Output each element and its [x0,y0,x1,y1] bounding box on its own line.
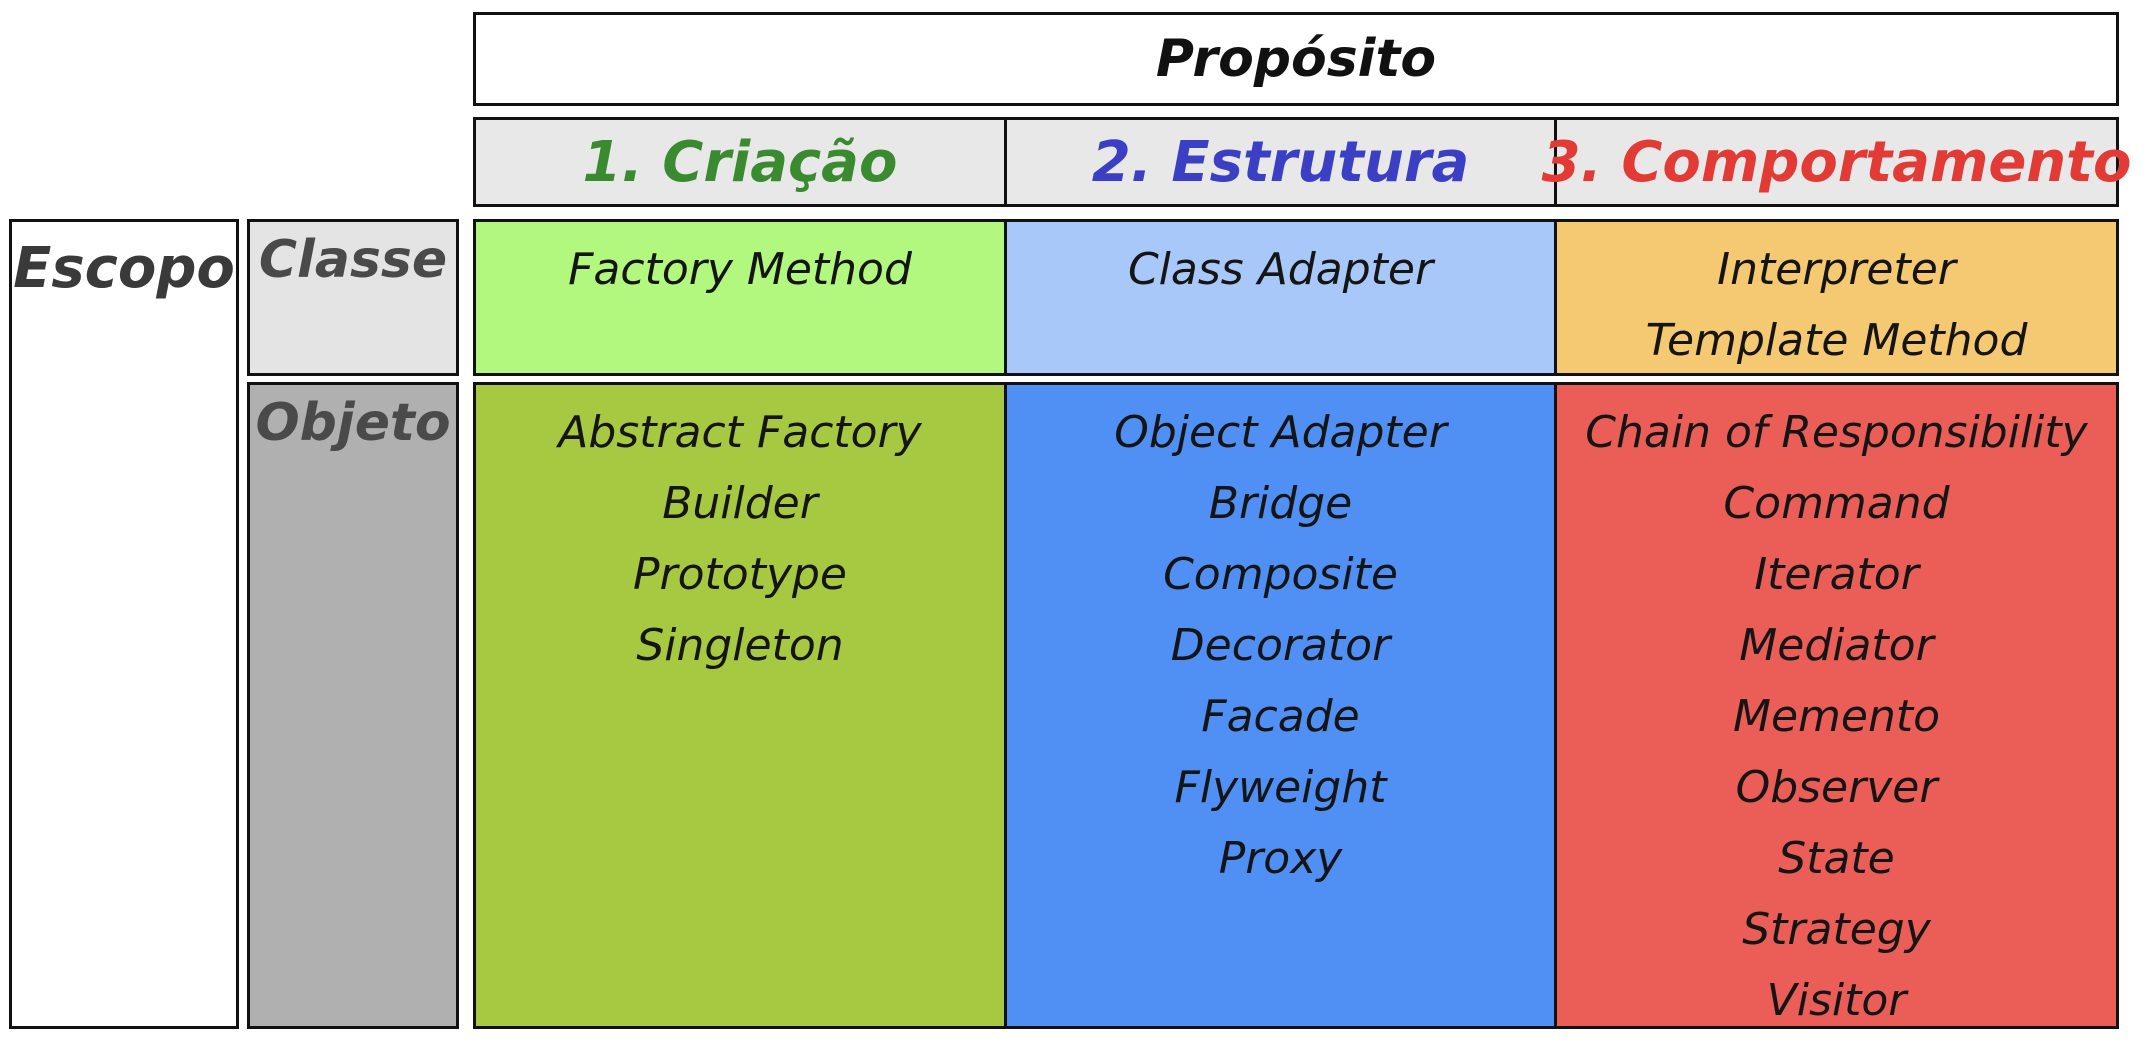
pattern-item: Strategy [1742,904,1931,955]
category-header-creation: 1. Criação [473,117,1007,207]
pattern-item: Composite [1163,549,1398,600]
pattern-item: Command [1723,478,1950,529]
pattern-item: State [1778,833,1895,884]
pattern-item: Factory Method [568,244,912,295]
pattern-item: Memento [1732,691,1941,742]
objeto-row-header: Objeto [247,382,459,1029]
proposito-header: Propósito [473,12,2119,106]
objeto-label: Objeto [255,393,451,453]
category-header-behavior: 3. Comportamento [1542,117,2131,207]
proposito-title: Propósito [1155,29,1437,89]
creation-class-cell: Factory Method [473,219,1007,376]
pattern-item: Bridge [1208,478,1353,529]
pattern-item: Interpreter [1717,244,1956,295]
category-label-structure: 2. Estrutura [1091,129,1470,195]
pattern-item: Observer [1735,762,1938,813]
category-label-creation: 1. Criação [582,129,898,195]
pattern-item: Abstract Factory [558,407,922,458]
pattern-item: Template Method [1645,315,2028,366]
category-label-behavior: 3. Comportamento [1541,129,2132,195]
structure-class-patterns: Class Adapter [1007,234,1554,305]
pattern-item: Facade [1201,691,1360,742]
escopo-label: Escopo [13,236,235,301]
classe-label: Classe [258,230,448,290]
pattern-item: Mediator [1739,620,1934,671]
category-header-structure: 2. Estrutura [1004,117,1557,207]
pattern-item: Builder [662,478,818,529]
pattern-item: Singleton [636,620,844,671]
pattern-item: Prototype [632,549,847,600]
pattern-item: Iterator [1754,549,1919,600]
pattern-item: Flyweight [1174,762,1387,813]
pattern-item: Chain of Responsibility [1585,407,2088,458]
pattern-item: Visitor [1766,975,1907,1026]
pattern-item: Decorator [1170,620,1391,671]
structure-class-cell: Class Adapter [1004,219,1557,376]
pattern-item: Class Adapter [1127,244,1434,295]
classe-row-header: Classe [247,219,459,376]
pattern-item: Object Adapter [1114,407,1447,458]
creation-class-patterns: Factory Method [476,234,1004,305]
pattern-item: Proxy [1218,833,1343,884]
escopo-cell: Escopo [9,219,239,1029]
